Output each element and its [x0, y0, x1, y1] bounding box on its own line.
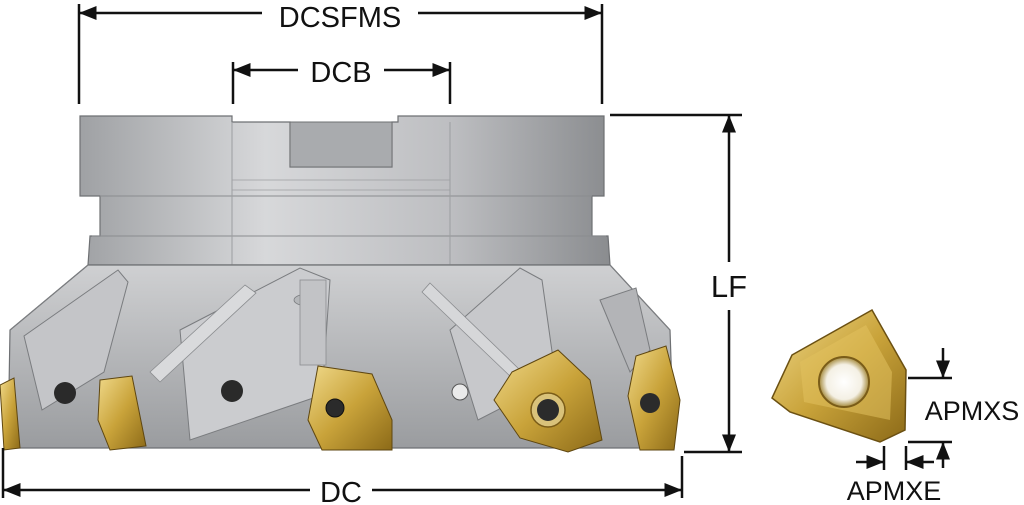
label-lf: LF	[711, 269, 747, 304]
torx-screw-icon	[537, 399, 559, 421]
torx-screw-icon	[640, 393, 660, 413]
insert-2	[97, 375, 147, 451]
insert-hole	[818, 356, 870, 408]
insert-1	[0, 377, 21, 451]
torx-screw-icon	[325, 398, 345, 418]
clamp-hole-1	[54, 382, 76, 404]
label-apmxe: APMXE	[847, 476, 942, 505]
clamp-hole-2	[221, 380, 243, 402]
keyway-slot	[289, 121, 393, 168]
label-apmxs: APMXS	[925, 396, 1020, 426]
label-dcb: DCB	[310, 57, 371, 89]
dimension-lines	[1, 4, 952, 498]
label-dcsfms: DCSFMS	[279, 2, 401, 34]
clamp-hole-3	[451, 383, 469, 401]
insert-4	[493, 349, 603, 453]
chip-pocket-4	[599, 287, 651, 373]
insert-3	[307, 365, 393, 451]
insert-5	[627, 345, 681, 451]
insert-detail	[771, 308, 907, 443]
label-dc: DC	[320, 477, 362, 505]
chip-pocket-1	[23, 269, 129, 411]
